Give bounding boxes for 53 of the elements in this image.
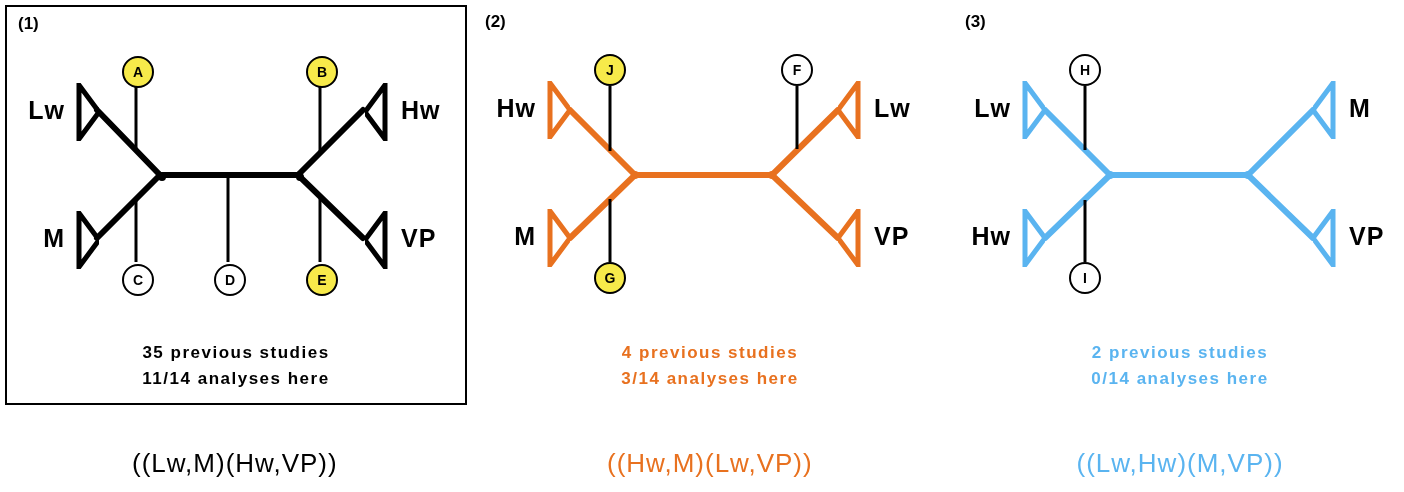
tree-branch — [567, 107, 638, 178]
branch-stalk — [1083, 86, 1087, 150]
taxon-circle: I — [1069, 262, 1101, 294]
tree-branch — [94, 107, 163, 178]
branch-stalk — [318, 86, 322, 153]
tree-branch — [295, 172, 366, 241]
taxon-circle: H — [1069, 54, 1101, 86]
tree-branch — [769, 172, 841, 241]
topology-formula: ((Lw,M)(Hw,VP)) — [132, 448, 338, 479]
taxon-label: VP — [401, 224, 437, 253]
taxon-circle: E — [306, 264, 338, 296]
branch-junction — [296, 173, 304, 181]
tree-branch — [769, 107, 841, 178]
branch-stalk — [608, 86, 612, 151]
branch-stalk — [134, 86, 138, 151]
panel-frame — [5, 5, 467, 405]
taxon-circle: F — [781, 54, 813, 86]
tree-branch — [1042, 172, 1113, 241]
branch-stalk — [318, 197, 322, 262]
panel-number: (1) — [18, 14, 39, 34]
taxon-circle: C — [122, 264, 154, 296]
panel-number: (2) — [485, 12, 506, 32]
panel-number: (3) — [965, 12, 986, 32]
taxon-circle: D — [214, 264, 246, 296]
tree-branch — [567, 172, 638, 241]
taxon-label: Hw — [971, 222, 1011, 251]
study-count-text: 4 previous studies 3/14 analyses here — [620, 342, 800, 390]
taxon-circle: B — [306, 56, 338, 88]
topology-formula: ((Lw,Hw)(M,VP)) — [1076, 448, 1284, 479]
branch-stalk — [226, 175, 230, 262]
taxon-circle: J — [594, 54, 626, 86]
taxon-label: M — [43, 224, 65, 253]
taxon-label: VP — [874, 222, 910, 251]
tree-branch — [1245, 107, 1316, 178]
taxon-label: Hw — [401, 96, 441, 125]
branch-stalk — [608, 199, 612, 262]
study-count-text: 35 previous studies 11/14 analyses here — [141, 342, 331, 390]
taxon-circle: A — [122, 56, 154, 88]
taxon-label: Lw — [28, 96, 65, 125]
taxon-label: M — [1349, 94, 1371, 123]
taxon-label: Lw — [874, 94, 911, 123]
taxon-label: VP — [1349, 222, 1385, 251]
branch-stalk — [134, 199, 138, 262]
branch-stalk — [795, 86, 799, 149]
tree-branch — [1245, 172, 1316, 241]
topology-formula: ((Hw,M)(Lw,VP)) — [607, 448, 813, 479]
taxon-circle: G — [594, 262, 626, 294]
tree-branch — [1042, 107, 1113, 178]
taxon-label: Lw — [974, 94, 1011, 123]
taxon-label: M — [514, 222, 536, 251]
taxon-label: Hw — [496, 94, 536, 123]
study-count-text: 2 previous studies 0/14 analyses here — [1090, 342, 1270, 390]
branch-stalk — [1083, 200, 1087, 262]
